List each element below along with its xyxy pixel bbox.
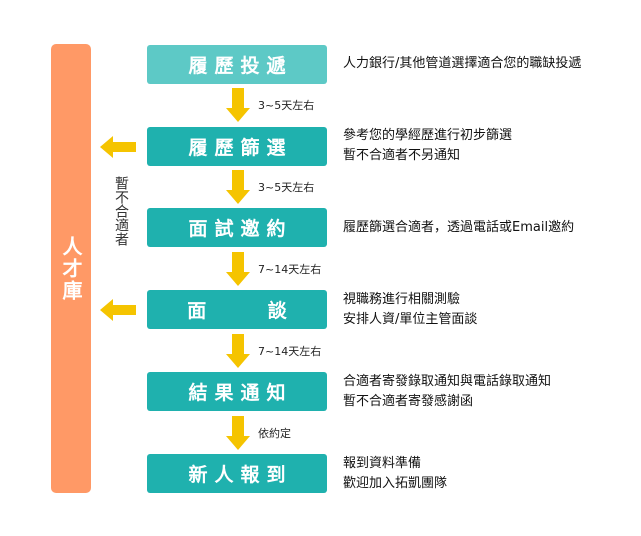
timing-label: 7~14天左右	[258, 263, 322, 276]
reject-label: 暫不合適者	[113, 176, 129, 246]
step-description-line: 視職務進行相關測驗	[343, 292, 461, 307]
arrow-left-icon	[100, 299, 136, 321]
timing-label: 依約定	[258, 427, 291, 440]
step-description: 報到資料準備歡迎加入拓凱團隊	[343, 454, 633, 494]
step-description-line: 人力銀行/其他管道選擇適合您的職缺投遞	[343, 56, 582, 71]
step-description-line: 合適者寄發錄取通知與電話錄取通知	[343, 374, 552, 389]
step-description-line: 安排人資/單位主管面談	[343, 312, 478, 327]
step-description-line: 歡迎加入拓凱團隊	[343, 476, 448, 491]
arrow-down-icon	[226, 170, 250, 204]
timing-label: 7~14天左右	[258, 345, 322, 358]
step-description: 視職務進行相關測驗安排人資/單位主管面談	[343, 290, 633, 330]
step-description: 人力銀行/其他管道選擇適合您的職缺投遞	[343, 54, 633, 74]
step-description: 參考您的學經歷進行初步篩選暫不合適者不另通知	[343, 126, 633, 166]
step-label: 新人報到	[188, 464, 293, 486]
arrow-down-icon	[226, 252, 250, 286]
step-description-line: 報到資料準備	[343, 456, 422, 471]
talent-pool-label: 人才庫	[59, 235, 83, 302]
step-label: 履歷投遞	[188, 55, 293, 77]
step-description-line: 暫不合適者寄發感謝函	[343, 394, 474, 409]
step-box: 結果通知	[147, 372, 327, 411]
step-box: 面 談	[147, 290, 327, 329]
arrow-down-icon	[226, 334, 250, 368]
step-label: 履歷篩選	[188, 137, 293, 159]
step-label: 結果通知	[188, 382, 293, 404]
step-label: 面試邀約	[188, 218, 293, 240]
arrow-left-icon	[100, 136, 136, 158]
step-description-line: 參考您的學經歷進行初步篩選	[343, 128, 513, 143]
step-description: 履歷篩選合適者，透過電話或Email邀約	[343, 218, 633, 238]
step-description-line: 暫不合適者不另通知	[343, 148, 461, 163]
timing-label: 3~5天左右	[258, 181, 315, 194]
talent-pool-box: 人才庫	[51, 44, 91, 493]
step-box: 面試邀約	[147, 208, 327, 247]
arrow-down-icon	[226, 88, 250, 122]
step-description-line: 履歷篩選合適者，透過電話或Email邀約	[343, 220, 575, 235]
timing-label: 3~5天左右	[258, 99, 315, 112]
step-box: 新人報到	[147, 454, 327, 493]
step-box: 履歷篩選	[147, 127, 327, 166]
arrow-down-icon	[226, 416, 250, 450]
step-description: 合適者寄發錄取通知與電話錄取通知暫不合適者寄發感謝函	[343, 372, 633, 412]
step-box: 履歷投遞	[147, 45, 327, 84]
step-label: 面 談	[187, 300, 294, 322]
